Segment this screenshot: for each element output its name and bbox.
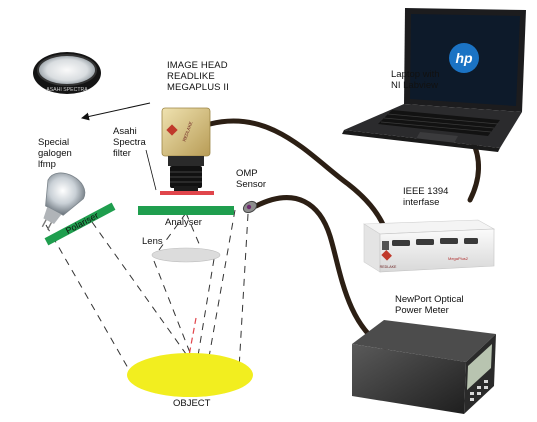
sensor-ray-left (205, 209, 236, 375)
sensor-ray-right (238, 213, 249, 370)
analyser-label: Analyser (165, 217, 202, 228)
laptop-label: Laptop with NI Labview (391, 69, 440, 91)
lens-ray-left (153, 260, 197, 369)
lamp-label: Special galogen lfmp (38, 137, 72, 170)
object-plane (127, 353, 253, 397)
power-meter (352, 320, 496, 414)
lens-shape (151, 247, 221, 263)
camera-cable (207, 118, 389, 235)
sensor-cable (253, 195, 389, 351)
halogen-lamp (41, 172, 86, 230)
lamp-beam-right (91, 221, 197, 369)
camera-image-head: REDLAKE (161, 107, 211, 191)
lamp-beam-left (45, 224, 133, 376)
analyser-bar (138, 206, 234, 215)
filter-pointer-line (145, 149, 157, 191)
asahi-filter-strip (160, 191, 214, 195)
filter-ring-text: ASAHI SPECTRA (46, 87, 88, 93)
light-paths (45, 209, 249, 376)
lens-ray-right (195, 258, 215, 369)
interface-brand: REDLAKE (380, 265, 397, 269)
filter-arrow (81, 102, 151, 121)
asahi-filter-label: Asahi Spectra filter (113, 126, 146, 159)
omp-sensor-label: OMP Sensor (236, 168, 267, 190)
lens-label: Lens (142, 236, 163, 247)
object-label: OBJECT (173, 398, 211, 409)
camera-brand: REDLAKE (182, 121, 194, 142)
ieee-1394-interface-box: REDLAKE MegaPlus2 (363, 219, 496, 273)
omp-sensor-head (242, 200, 258, 214)
ieee-interface-label: IEEE 1394 interfase (403, 186, 449, 208)
power-meter-label: NewPort Optical Power Meter (395, 294, 464, 316)
image-head-label: IMAGE HEAD READLIKE MEGAPLUS II (167, 60, 229, 93)
interface-model: MegaPlus2 (448, 256, 469, 261)
asahi-filter-ring: ASAHI SPECTRA (33, 52, 101, 94)
polariser-bar (44, 202, 116, 246)
laptop: hp (342, 8, 526, 152)
hp-logo: hp (455, 50, 473, 66)
